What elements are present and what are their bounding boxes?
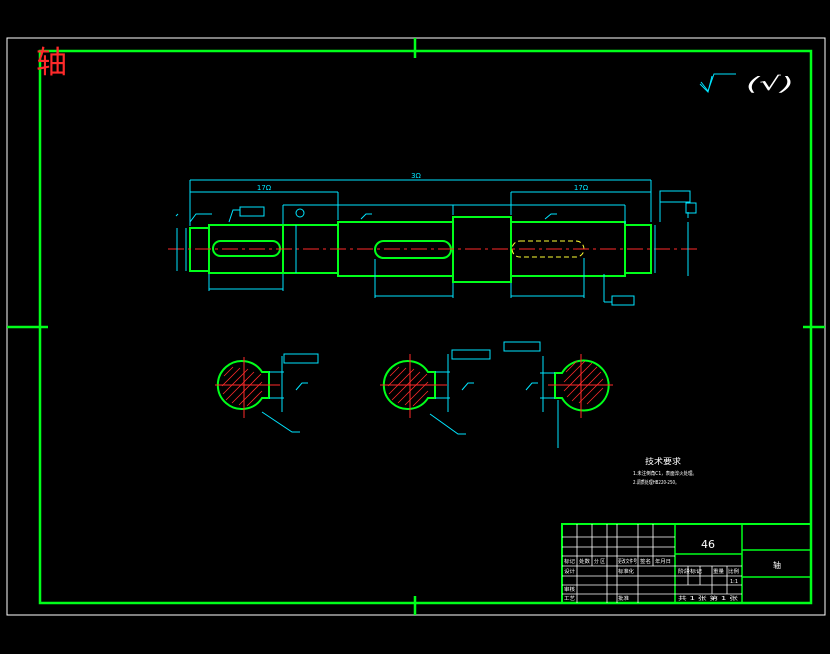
- dimension-annotations: [175, 75, 713, 306]
- title-block-review: 审核: [564, 586, 575, 593]
- title-block: [561, 523, 812, 604]
- title-block-header-5: 年月日: [655, 558, 671, 565]
- shaft-segment-end-right: [624, 224, 652, 274]
- dimension-lines: [176, 179, 689, 303]
- title-block-standardize: 标准化: [618, 568, 634, 575]
- title-block-stage-mark: 阶段标记: [678, 568, 702, 575]
- dimension-seg1: 17Ω: [257, 184, 272, 192]
- title-block-part-name: 轴: [773, 560, 781, 570]
- title-mark: 轴: [36, 45, 67, 81]
- title-block-design: 设计: [564, 568, 575, 575]
- title-block-header-1: 处数: [579, 558, 590, 565]
- section-view-3: [503, 341, 613, 448]
- dimension-overall: 3Ω: [411, 172, 421, 180]
- tech-req-heading: 技术要求: [645, 456, 681, 466]
- roughness-note: (√): [746, 73, 794, 95]
- title-block-header-2: 分 区: [594, 558, 605, 565]
- title-block-scale: 比例: [728, 568, 739, 575]
- title-block-weight: 重量: [713, 568, 724, 575]
- dimension-seg4: 17Ω: [574, 184, 589, 192]
- title-block-material: 46: [701, 538, 715, 551]
- title-block-approve: 批准: [618, 595, 629, 602]
- roughness-symbol: [700, 73, 736, 93]
- title-block-process: 工艺: [564, 596, 575, 602]
- tech-req-line1: 1.未注倒角C1，表面淬火处理。: [633, 470, 697, 477]
- title-block-header-0: 标记: [564, 558, 575, 565]
- section-view-1: [215, 353, 319, 433]
- tech-req-line2: 2.调质处理HB220-250。: [633, 479, 679, 486]
- title-block-header-3: 更改文件号: [618, 558, 637, 565]
- title-block-sheets: 共 1 张 第 1 张: [678, 595, 738, 602]
- title-block-header-4: 签名: [640, 558, 651, 565]
- section-view-2: [380, 349, 491, 435]
- title-block-scale-value: 1:1: [730, 579, 738, 585]
